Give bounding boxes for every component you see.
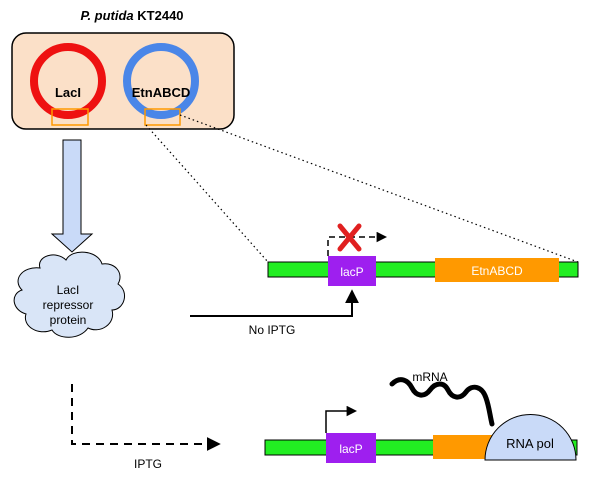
lacp-induced bbox=[326, 433, 376, 463]
cloud-line-3: protein bbox=[50, 313, 87, 327]
etnabcd-gene bbox=[435, 258, 559, 282]
lacp-repressed-label: lacP bbox=[340, 265, 363, 279]
cloud-line-1: LacI bbox=[57, 283, 80, 297]
zoom-line-right bbox=[179, 114, 579, 263]
etnabcd-plasmid-label: EtnABCD bbox=[132, 85, 191, 100]
strain-name: KT2440 bbox=[134, 8, 184, 23]
rna-polymerase-label: RNA pol bbox=[506, 436, 554, 451]
lacp-induced-label: lacP bbox=[339, 442, 362, 456]
zoom-line-left bbox=[145, 124, 269, 263]
mrna-label: mRNA bbox=[412, 370, 447, 384]
etnabcd-plasmid bbox=[123, 43, 199, 119]
mrna-strand bbox=[389, 377, 495, 427]
species-name: P. putida bbox=[80, 8, 133, 23]
cloud-line-2: repressor bbox=[43, 298, 94, 312]
lacp-repressed bbox=[328, 256, 376, 286]
etnabcd-lacp-region bbox=[144, 108, 181, 126]
etnabcd-gene-induced bbox=[433, 435, 493, 459]
no-iptg-label: No IPTG bbox=[249, 323, 296, 337]
cell-title: P. putida KT2440 bbox=[80, 8, 183, 23]
iptg-arrow bbox=[71, 384, 221, 451]
iptg-label: IPTG bbox=[134, 457, 162, 471]
active-transcription-arrow bbox=[325, 405, 358, 433]
repressor-cloud bbox=[13, 251, 126, 338]
laci-lacp-region bbox=[51, 108, 89, 126]
laci-plasmid bbox=[30, 43, 106, 119]
laci-plasmid-label: LacI bbox=[55, 85, 81, 100]
rna-polymerase bbox=[484, 414, 577, 461]
expression-arrow bbox=[50, 139, 94, 253]
repression-arrow bbox=[190, 289, 359, 317]
etnabcd-gene-label: EtnABCD bbox=[471, 264, 523, 278]
block-x-icon bbox=[337, 223, 362, 252]
